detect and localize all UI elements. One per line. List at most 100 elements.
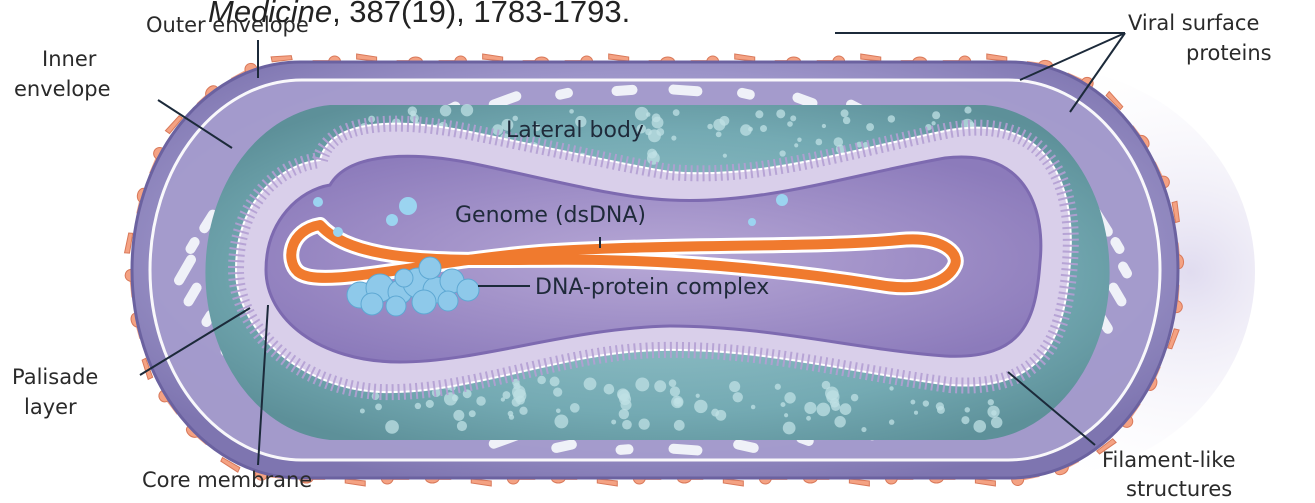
granule bbox=[375, 403, 382, 410]
granule bbox=[461, 104, 473, 116]
granule bbox=[604, 384, 615, 395]
label-filament-line2: structures bbox=[1126, 477, 1232, 498]
granule bbox=[673, 397, 682, 406]
granule bbox=[822, 381, 831, 390]
granule bbox=[652, 151, 657, 156]
granule bbox=[635, 378, 649, 392]
granule bbox=[452, 395, 459, 402]
granule bbox=[463, 389, 472, 398]
granule bbox=[991, 410, 997, 416]
granule bbox=[550, 376, 560, 386]
granule bbox=[751, 405, 756, 410]
granule bbox=[776, 109, 785, 118]
label-genome: Genome (dsDNA) bbox=[455, 203, 646, 228]
granule bbox=[961, 416, 969, 424]
label-viral-surface-line2: proteins bbox=[1186, 41, 1272, 65]
granule bbox=[415, 403, 421, 409]
granule bbox=[426, 400, 434, 408]
granule bbox=[673, 109, 680, 116]
granule bbox=[519, 407, 527, 415]
granule bbox=[910, 400, 915, 405]
granule bbox=[671, 135, 676, 140]
granule bbox=[790, 115, 796, 121]
label-inner-envelope-line1: Inner bbox=[42, 47, 97, 71]
granule bbox=[851, 394, 859, 402]
granule bbox=[804, 402, 816, 414]
granule bbox=[931, 121, 935, 125]
granule bbox=[781, 402, 786, 407]
granule bbox=[755, 110, 763, 118]
granule bbox=[622, 420, 632, 430]
granule bbox=[822, 124, 826, 128]
granule bbox=[611, 420, 616, 425]
granule bbox=[654, 380, 666, 392]
granule bbox=[831, 402, 840, 411]
granule bbox=[861, 427, 866, 432]
label-palisade-line2: layer bbox=[24, 395, 77, 419]
granule bbox=[748, 127, 753, 132]
granule bbox=[570, 403, 580, 413]
granule bbox=[723, 154, 727, 158]
granule bbox=[991, 417, 1003, 429]
granule bbox=[440, 105, 451, 116]
granule bbox=[760, 125, 767, 132]
filament-blob bbox=[615, 444, 634, 455]
granule bbox=[964, 107, 971, 114]
granule bbox=[866, 123, 874, 131]
granule bbox=[385, 420, 399, 434]
granule bbox=[834, 416, 845, 427]
granule bbox=[372, 392, 380, 400]
granule bbox=[670, 386, 680, 396]
granule bbox=[806, 416, 811, 421]
filament-blob bbox=[611, 85, 638, 97]
granule bbox=[537, 376, 546, 385]
granule bbox=[457, 421, 467, 431]
granule bbox=[707, 124, 713, 130]
granule bbox=[619, 393, 631, 405]
granule bbox=[639, 419, 650, 430]
granule bbox=[841, 109, 849, 117]
granule bbox=[652, 117, 664, 129]
granule bbox=[889, 386, 893, 390]
granule bbox=[513, 389, 526, 402]
granule bbox=[554, 415, 568, 429]
granule bbox=[360, 408, 365, 413]
granule bbox=[713, 119, 725, 131]
granule bbox=[816, 403, 830, 417]
granule bbox=[729, 381, 740, 392]
granule bbox=[694, 400, 707, 413]
granule bbox=[569, 109, 574, 114]
granule bbox=[988, 399, 994, 405]
label-dna-protein-complex: DNA-protein complex bbox=[535, 275, 769, 300]
label-viral-surface-line1: Viral surface bbox=[1128, 11, 1259, 35]
granule bbox=[469, 410, 476, 417]
granule bbox=[716, 131, 722, 137]
granule bbox=[787, 121, 793, 127]
granule bbox=[888, 115, 895, 122]
granule bbox=[937, 406, 945, 414]
granule bbox=[840, 403, 852, 415]
granule bbox=[674, 420, 685, 431]
granule bbox=[656, 128, 664, 136]
granule bbox=[503, 391, 511, 399]
label-lateral-body: Lateral body bbox=[506, 118, 644, 143]
granule bbox=[889, 419, 894, 424]
granule bbox=[553, 388, 562, 397]
granule bbox=[779, 150, 785, 156]
granule bbox=[914, 411, 918, 415]
granule bbox=[775, 384, 781, 390]
granule bbox=[783, 422, 796, 435]
granule bbox=[696, 394, 700, 398]
granule bbox=[669, 379, 677, 387]
granule bbox=[843, 117, 850, 124]
granule bbox=[932, 111, 940, 119]
granule bbox=[816, 139, 823, 146]
granule bbox=[973, 420, 986, 433]
granule bbox=[584, 377, 597, 390]
granule bbox=[965, 407, 970, 412]
granule bbox=[797, 138, 801, 142]
label-outer-envelope: Outer envelope bbox=[146, 13, 309, 37]
granule bbox=[784, 413, 788, 417]
